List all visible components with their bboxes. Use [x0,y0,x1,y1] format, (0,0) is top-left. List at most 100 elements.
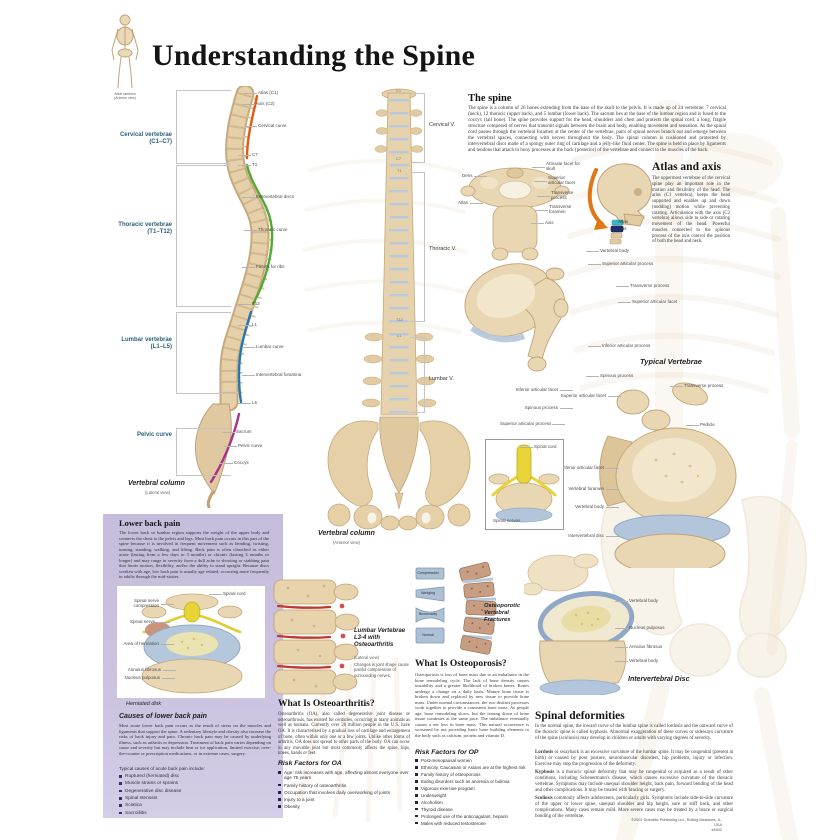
tv2-label-inferior-articular-facet: Inferior articular facet [561,465,619,470]
marker-c7: C7 [396,156,402,161]
fractured-vertebra-stack [459,561,497,655]
oa-figure-note: Changes in joint shape cause painful com… [354,662,409,678]
tv1-label-superior-articular-process: Superior articular process [587,261,654,266]
label-c7: C7 [238,152,258,157]
label-lumbar-curve: Lumbar curve [241,344,284,349]
cause-item: Sciatica [119,803,271,809]
marker-c1: C1 [396,88,402,93]
osteoarthritis-heading: What Is Osteoarthritis? [278,699,375,709]
causes-body: Most acute lower back pain occurs as the… [119,723,271,756]
atlas-axis-illustration [460,167,570,261]
op-risk-heading: Risk Factors for OP [415,749,479,756]
oa-risk-item: Injury to a joint [278,797,410,802]
region-cervical-range: (C1–C7) [149,139,172,146]
hd-label-area-of-herniation: Area of herniation [119,641,174,647]
tv1-label-spinous-process: Spinous process [585,373,634,378]
poster-title: Understanding the Spine [152,39,476,72]
hd-label-spinal-nerve: Spinal nerve [119,619,170,625]
thoracic-curve-line [245,163,274,306]
label-atlas: Atlas [458,200,483,205]
oa-risk-item: Obesity [278,804,410,809]
atlas-axis-body: The uppermost vertebrae of the cervical … [652,176,730,245]
spinal-deformities-heading: Spinal deformities [535,710,625,722]
osteoporotic-fractures-illustration [415,561,497,655]
tv2-label-vertebral-foramen: Vertebral foramen [556,486,619,492]
pelvic-curve-line [209,412,241,484]
tv2-label-superior-articular-facet: Superior articular facet [560,393,621,398]
op-risk-item: Eating disorders such as anorexia or bul… [415,779,529,784]
oa-figure-caption-sub: (Lateral view) [354,655,380,660]
bracket-thoracic [176,165,231,307]
deformities-paragraph-kyphosis: Kyphosis is a thoracic spinal deformity … [535,770,733,794]
typical-vertebra-2-illustration [599,382,737,568]
ghost-scapula [687,133,783,197]
typical-vertebrae-caption: Typical Vertebrae [640,357,702,366]
region-label-lumbar: Lumbar vertebrae (L1–L5) [110,337,172,351]
op-risk-list: Post-menopausal women Ethnicity, Caucasi… [415,758,529,828]
osteoporosis-heading: What Is Osteoporosis? [415,659,507,669]
oa-risk-heading: Risk Factors for OA [278,760,342,767]
mini-skeleton-caption-line2: (Anterior view) [114,96,136,101]
label-t12: T12 [237,301,260,306]
lumbar-osteoarthritis-illustration [273,579,360,695]
ivd-label-vertebral-body-top: Vertebral body [614,598,659,603]
hd-label-annulus-fibrosus: Annulus fibrosus [123,667,176,673]
label-transverse-process: Transverse process [536,190,585,201]
herniated-disk-figure-box: Spinal cord Spinal nerve compression Spi… [117,586,265,698]
ivd-label-vertebral-body-bottom: Vertebral body [614,658,659,663]
anterior-spine-illustration [327,88,471,531]
fracture-type-label: Wedging [420,591,436,595]
ghost-femur-left [616,681,669,840]
op-risk-item: Underweight [415,793,529,798]
tv2-label-transverse-process: Transverse process [669,383,724,388]
herniated-disk-illustration [141,593,243,694]
herniated-disk-caption: Herniated disk [126,701,162,707]
oa-risk-item: Occupation that involves daily overworki… [278,790,410,795]
legend-row-atlas: Atlas [612,219,628,224]
deformities-paragraph-1: In the normal spine, the inward curve of… [535,724,733,741]
region-cervical-name: Cervical vertebrae [119,132,172,138]
tv1-label-inferior-articular-facet: Inferior articular facet [506,387,573,393]
tv2-label-vertebral-body: Vertebral body [564,504,619,510]
legend-row-axis: Axis [612,226,628,231]
causes-list: Ruptured (herniated) disc Muscle strains… [119,774,271,818]
lateral-spine-illustration [195,86,274,508]
cause-item: Degenerative disc disease [119,789,271,795]
fracture-type-label: Biconcavity [418,612,438,616]
region-label-thoracic: Thoracic vertebrae (T1–T12) [110,222,172,236]
spinal-cord-inset: Spinal cord Spinal nerves [485,439,564,530]
kyphosis-text: is a thoracic spinal deformity that may … [535,770,733,793]
the-spine-heading: The spine [468,93,512,104]
inset-label-spinal-cord: Spinal cord [519,444,557,449]
label-l1: L1 [237,322,258,327]
fracture-type-label: Normal [422,633,434,637]
osteoporosis-body: Osteoporosis is loss of bone mass due to… [415,672,529,738]
label-coccyx: Coccyx [219,460,249,465]
ant-bracket-lumbar [410,337,425,413]
bracket-pelvic [176,428,231,476]
deformities-paragraph-scoliosis: Scoliosis commonly affects adolescents, … [535,796,733,820]
deformities-paragraph-lordosis: Lordosis or swayback is an excessive cur… [535,750,733,768]
lateral-caption: Vertebral column [128,480,185,487]
ant-label-cervical: Cervical V. [429,122,456,128]
axis-swatch [612,226,616,230]
scoliosis-text: commonly affects adolescents, particular… [535,796,733,819]
region-thoracic-name: Thoracic vertebrae [118,222,172,228]
anterior-caption: Vertebral column [318,530,375,537]
op-risk-item: Thyroid disease [415,807,529,812]
cause-item: Spinal stenosis [119,796,271,802]
op-risk-item: Alcoholism [415,800,529,805]
ghost-humerus [770,207,800,438]
label-axis: Axis [531,220,554,225]
label-dens: Dens [462,173,486,178]
lordosis-text: or swayback is an excessive curvature of… [535,750,733,767]
hd-label-nerve-compression: Spinal nerve compression [121,598,174,609]
causes-heading: Causes of lower back pain [119,713,207,720]
cervical-curve-line [245,94,259,160]
label-intervertebral-discs: Intervertebral discs [241,194,295,199]
intervertebral-disc-illustration [524,553,635,695]
label-t1: T1 [236,162,258,167]
region-label-pelvic: Pelvic curve [110,432,172,439]
atlas-axis-legend: Atlas Axis [612,219,628,232]
